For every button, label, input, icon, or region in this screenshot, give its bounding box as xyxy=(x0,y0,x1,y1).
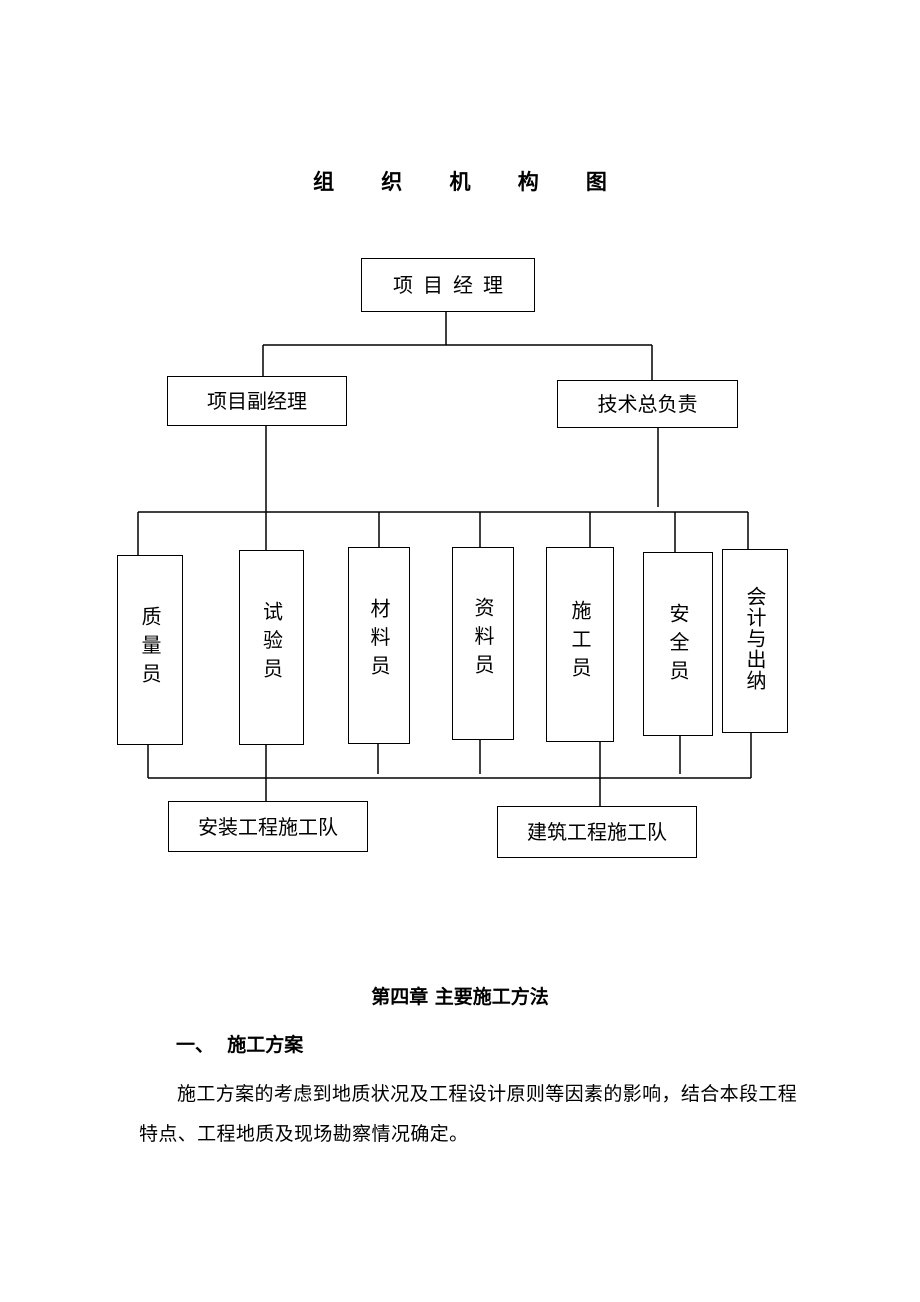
test-technician-label: 试验员 xyxy=(259,601,284,687)
section-heading: 一、 施工方案 xyxy=(176,1034,304,1056)
body-paragraph: 施工方案的考虑到地质状况及工程设计原则等因素的影响，结合本段工程特点、工程地质及… xyxy=(139,1083,798,1145)
org-box-technical-lead: 技术总负责 xyxy=(557,380,738,428)
org-box-quality-inspector: 质量员 xyxy=(117,555,183,745)
org-box-safety-officer: 安全员 xyxy=(643,552,713,736)
org-box-accountant-cashier: 会计与出纳 xyxy=(722,549,788,733)
org-box-material-clerk: 材料员 xyxy=(348,547,410,744)
document-clerk-label: 资料员 xyxy=(471,597,495,683)
org-box-building-team: 建筑工程施工队 xyxy=(497,806,697,858)
org-box-project-manager: 项目经理 xyxy=(361,258,535,312)
org-box-construction-worker: 施工员 xyxy=(546,547,614,742)
safety-officer-label: 安全员 xyxy=(666,603,690,689)
construction-worker-label: 施工员 xyxy=(568,600,592,686)
org-chart-title: 组 织 机 构 图 xyxy=(313,169,627,194)
quality-inspector-label: 质量员 xyxy=(138,606,162,692)
material-clerk-label: 材料员 xyxy=(367,598,391,684)
accountant-cashier-label: 会计与出纳 xyxy=(743,586,767,691)
org-box-test-technician: 试验员 xyxy=(239,550,304,745)
org-box-document-clerk: 资料员 xyxy=(452,547,514,740)
org-box-deputy-manager: 项目副经理 xyxy=(167,376,347,426)
chapter-title: 第四章 主要施工方法 xyxy=(371,986,549,1008)
org-box-installation-team: 安装工程施工队 xyxy=(168,801,368,852)
